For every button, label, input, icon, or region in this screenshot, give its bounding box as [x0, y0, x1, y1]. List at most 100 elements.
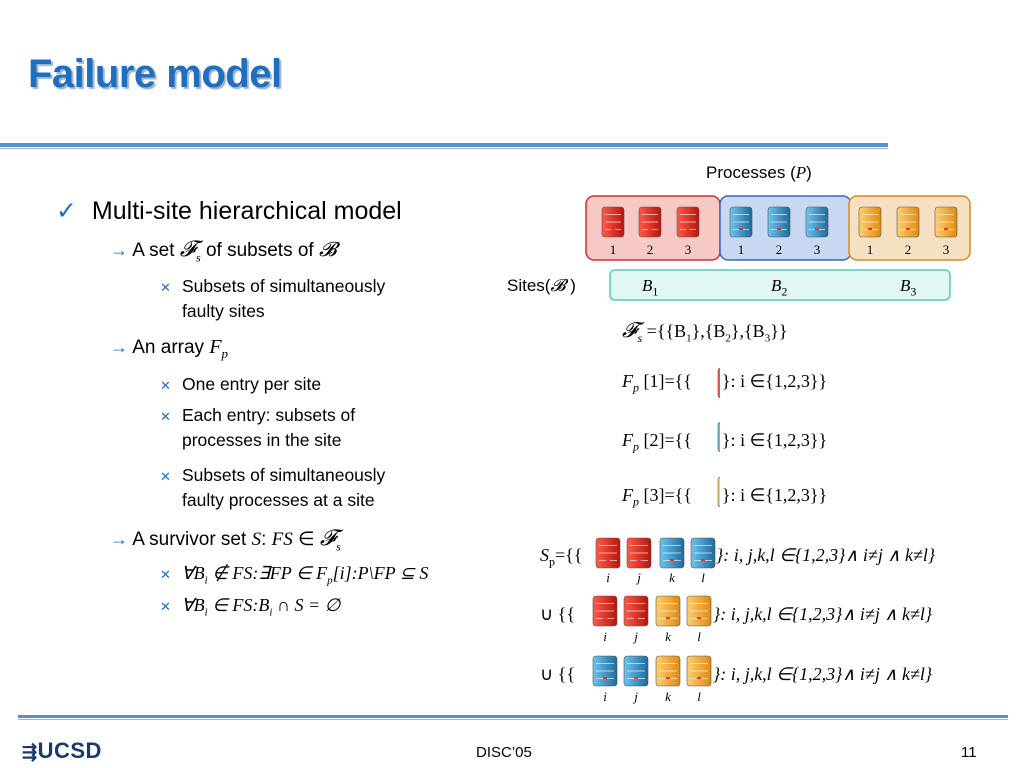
formula-text: }: i ∈{1,2,3}}: [721, 485, 828, 505]
process-server-icon: [595, 537, 621, 569]
footer-divider: [18, 715, 1008, 718]
sp-tail-1: }: i, j,k,l ∈{1,2,3}∧ i≠j ∧ k≠l}: [716, 545, 936, 565]
rule-line-2: ✕ ∀Bi ∈ FS:Bi ∩ S = ∅: [160, 595, 340, 619]
script-f-symbol: 𝓕s: [179, 236, 201, 265]
rule-text: ∈ FS:B: [212, 595, 270, 615]
index-label: l: [697, 629, 701, 644]
fp-sub: p: [633, 380, 639, 395]
bullet-text: Each entry: subsets of: [182, 405, 356, 425]
site-name: B: [642, 276, 653, 295]
footer-conference: DISC’05: [476, 744, 532, 761]
rule-text: ∀B: [181, 563, 205, 583]
site-name: B: [771, 276, 782, 295]
formula-text: [1]={{: [643, 371, 692, 391]
process-server-icon: [717, 367, 720, 399]
site-b1: B1: [642, 276, 658, 299]
sp-tail-2: }: i, j,k,l ∈{1,2,3}∧ i≠j ∧ k≠l}: [713, 604, 933, 624]
bullet-text: faulty sites: [182, 301, 265, 321]
formula-sub: 1: [686, 332, 692, 345]
process-server-icon: [655, 595, 681, 627]
fp-symbol: Fp: [209, 336, 229, 361]
script-b-symbol: 𝓑: [318, 239, 337, 261]
bullet-text: One entry per site: [182, 374, 322, 394]
rule-text: [i]:P\FP ⊆ S: [332, 563, 429, 583]
site-sub: 3: [910, 284, 917, 299]
process-number: 1: [867, 242, 874, 257]
process-number: 2: [647, 242, 654, 257]
formula-text: }: i ∈{1,2,3}}: [721, 371, 828, 391]
process-server-icon: [717, 476, 720, 508]
fp-row-3: Fp [3]={{}: i ∈{1,2,3}}: [622, 485, 827, 510]
index-label: k: [669, 570, 675, 585]
rule-line-1: ✕ ∀Bi ∉ FS:∃FP ∈ Fp[i]:P\FP ⊆ S: [160, 563, 428, 587]
formula-text: }: i ∈{1,2,3}}: [721, 430, 828, 450]
fs-definition: 𝓕s ={{B1},{B2},{B3}}: [622, 318, 787, 346]
arrow-right-icon: →: [110, 337, 128, 357]
bullet-text: Subsets of simultaneously: [182, 276, 386, 296]
script-f-symbol: 𝓕s: [622, 318, 643, 346]
process-server-icon: [686, 655, 712, 687]
fp-sub: p: [633, 494, 639, 509]
cross-icon: ✕: [160, 280, 171, 295]
process-server-icon: [626, 537, 652, 569]
title-divider-shadow: [0, 148, 888, 149]
title-divider: [0, 143, 888, 147]
bullet-multisite: ✓ Multi-site hierarchical model: [56, 196, 402, 226]
sp-sub: p: [549, 554, 555, 569]
formula-server-icons: iiiijklijklijkl: [592, 367, 720, 704]
index-label: j: [635, 570, 641, 585]
formula-sub: 2: [725, 332, 731, 345]
sp-symbol: S: [540, 545, 549, 565]
formula-text: },{B: [730, 321, 765, 341]
fp-symbol: F: [622, 371, 633, 391]
formula-text: [3]={{: [643, 485, 692, 505]
formula-text: ={{B: [646, 321, 687, 341]
index-label: i: [603, 629, 607, 644]
bullet-text: processes in the site: [182, 430, 342, 450]
sp-row-3: ∪ {{: [540, 664, 575, 684]
rule-text: ∀B: [181, 595, 205, 615]
bullet-text: Subsets of simultaneously: [182, 465, 386, 485]
cross-icon: ✕: [160, 409, 171, 424]
page-number: 11: [961, 744, 977, 761]
rule-text: ∩ S = ∅: [276, 595, 341, 615]
script-b-symbol: 𝓑: [550, 276, 566, 295]
process-server-icon: [601, 206, 625, 238]
sites-label: Sites(𝓑 ): [507, 276, 576, 296]
process-server-icon: [934, 206, 958, 238]
process-server-icon: [767, 206, 791, 238]
process-server-icon: [805, 206, 829, 238]
process-server-icon: [686, 595, 712, 627]
process-server-icon: [638, 206, 662, 238]
sub-bullet-each-entry: ✕ Each entry: subsets of processes in the…: [160, 403, 355, 450]
sp-tail-3: }: i, j,k,l ∈{1,2,3}∧ i≠j ∧ k≠l}: [713, 664, 933, 684]
formula-text: [2]={{: [643, 430, 692, 450]
site-sub: 2: [781, 284, 788, 299]
index-label: k: [665, 629, 671, 644]
footer-divider-shadow: [18, 719, 1008, 720]
formula-text: }}: [770, 321, 788, 341]
bullet-text: Multi-site hierarchical model: [91, 197, 402, 225]
process-number: 2: [776, 242, 783, 257]
process-server-icon: [592, 655, 618, 687]
rule-text: ∉ FS:∃FP ∈ F: [212, 563, 328, 583]
fp-symbol: F: [622, 430, 633, 450]
processes-label-text: Processes (: [706, 163, 796, 182]
process-server-icon: [858, 206, 882, 238]
site-b3: B3: [900, 276, 916, 299]
index-label: j: [632, 689, 638, 704]
sub-bullet-one-entry: ✕ One entry per site: [160, 372, 321, 398]
rule-sub: i: [204, 606, 208, 619]
process-number: 2: [905, 242, 912, 257]
arrow-right-icon: →: [110, 529, 128, 549]
index-label: j: [632, 629, 638, 644]
rule-sub: i: [269, 606, 273, 619]
sites-box: [609, 269, 951, 301]
sites-label-close: ): [565, 276, 576, 295]
process-server-icon: [655, 655, 681, 687]
formula-sub: 3: [764, 332, 771, 345]
script-f-symbol: 𝓕s: [319, 525, 341, 554]
process-server-icon: [659, 537, 685, 569]
